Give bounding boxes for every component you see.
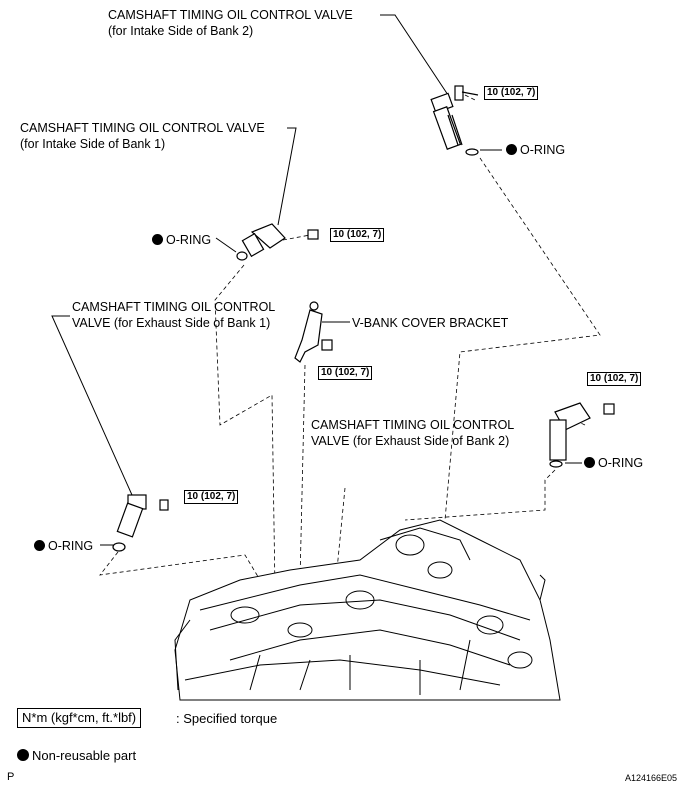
- legend-torque-box: N*m (kgf*cm, ft.*lbf): [17, 708, 142, 728]
- torque-box-bracket: 10 (102, 7): [318, 366, 373, 380]
- leader-exhaust-bank1: [51, 315, 133, 496]
- label-ocv-exhaust-bank2-line1: CAMSHAFT TIMING OIL CONTROL: [311, 418, 515, 432]
- ocv-intake-bank1-drawing: [236, 223, 319, 261]
- ocv-exhaust-bank2-drawing: [549, 402, 615, 468]
- torque-box-exhaust-bank1: 10 (102, 7): [184, 490, 239, 504]
- nonreusable-dot-icon: [34, 540, 45, 551]
- leader-intake-bank2: [380, 14, 451, 99]
- bracket-drawing: [294, 301, 333, 363]
- nonreusable-dot-icon: [17, 749, 29, 761]
- figure-code: A124166E05: [625, 773, 678, 783]
- torque-box-exhaust-bank2: 10 (102, 7): [587, 372, 642, 386]
- label-v-bank-cover-bracket: V-BANK COVER BRACKET: [352, 316, 509, 330]
- label-oring-intake-bank2: O-RING: [506, 143, 565, 158]
- label-ocv-exhaust-bank1-line2: VALVE (for Exhaust Side of Bank 1): [72, 316, 271, 330]
- legend-torque-text: : Specified torque: [176, 711, 278, 726]
- label-ocv-intake-bank2-line2: (for Intake Side of Bank 2): [108, 24, 254, 38]
- label-ocv-intake-bank1-line2: (for Intake Side of Bank 1): [20, 137, 166, 151]
- label-oring-exhaust-bank1: O-RING: [34, 539, 93, 554]
- engine-drawing: [174, 519, 561, 701]
- torque-box-intake-bank1: 10 (102, 7): [330, 228, 385, 242]
- ocv-exhaust-bank1-drawing: [112, 494, 169, 552]
- label-oring-exhaust-bank2: O-RING: [584, 456, 643, 471]
- page-letter: P: [7, 771, 15, 783]
- label-ocv-exhaust-bank1-line1: CAMSHAFT TIMING OIL CONTROL: [72, 300, 276, 314]
- nonreusable-dot-icon: [584, 457, 595, 468]
- label-ocv-intake-bank1-line1: CAMSHAFT TIMING OIL CONTROL VALVE: [20, 121, 265, 135]
- label-ocv-exhaust-bank2-line2: VALVE (for Exhaust Side of Bank 2): [311, 434, 510, 448]
- nonreusable-dot-icon: [506, 144, 517, 155]
- legend-nonreusable: Non-reusable part: [17, 748, 136, 764]
- label-oring-intake-bank1: O-RING: [152, 233, 211, 248]
- label-ocv-intake-bank2-line1: CAMSHAFT TIMING OIL CONTROL VALVE: [108, 8, 353, 22]
- nonreusable-dot-icon: [152, 234, 163, 245]
- torque-box-intake-bank2: 10 (102, 7): [484, 86, 539, 100]
- leader-intake-bank1: [277, 127, 297, 226]
- ocv-intake-bank2-drawing: [430, 85, 479, 156]
- leader-oring-b1: [215, 237, 237, 253]
